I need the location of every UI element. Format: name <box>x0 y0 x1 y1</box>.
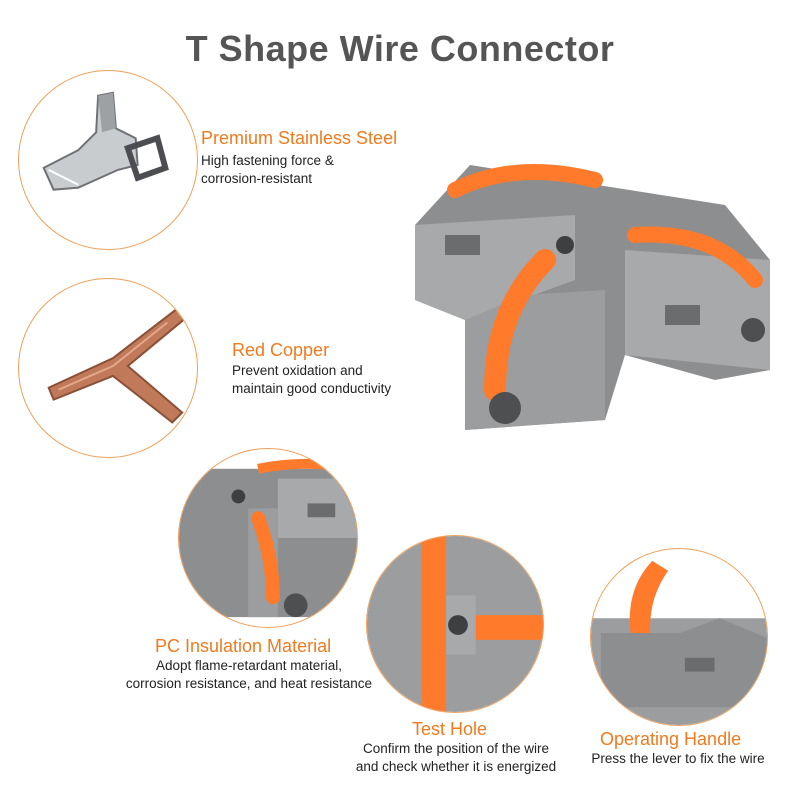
test-hole-feature-title: Test Hole <box>412 719 488 739</box>
steel-feature-desc: High fastening force & corrosion-resista… <box>201 152 334 188</box>
steel-detail-image <box>18 70 198 250</box>
copper-desc-line: maintain good conductivity <box>232 381 392 396</box>
copper-detail-image <box>18 278 198 458</box>
copper-feature-desc: Prevent oxidation and maintain good cond… <box>232 362 391 398</box>
steel-desc-line: corrosion-resistant <box>201 171 313 186</box>
handle-feature-title: Operating Handle <box>600 729 742 749</box>
test-hole-detail-image <box>366 535 544 713</box>
insulation-desc-line: Adopt flame-retardant material, <box>155 658 343 673</box>
copper-desc-line: Prevent oxidation and <box>232 363 363 378</box>
test-hole-desc-line: Confirm the position of the wire <box>362 741 550 756</box>
steel-desc-line: High fastening force & <box>201 153 334 168</box>
handle-detail-image <box>590 548 768 726</box>
insulation-detail-image <box>178 448 358 628</box>
handle-desc-line: Press the lever to fix the wire <box>591 751 765 766</box>
steel-feature-title: Premium Stainless Steel <box>201 128 398 148</box>
insulation-feature-desc: Adopt flame-retardant material, corrosio… <box>118 657 380 693</box>
test-hole-desc-line: and check whether it is energized <box>355 759 557 774</box>
insulation-desc-line: corrosion resistance, and heat resistanc… <box>125 676 373 691</box>
copper-feature-title: Red Copper <box>232 340 330 360</box>
page-title: T Shape Wire Connector <box>185 28 615 69</box>
t-connector-product-image <box>395 150 790 450</box>
handle-feature-desc: Press the lever to fix the wire <box>578 750 778 768</box>
insulation-feature-title: PC Insulation Material <box>155 636 332 656</box>
test-hole-feature-desc: Confirm the position of the wire and che… <box>340 740 572 776</box>
